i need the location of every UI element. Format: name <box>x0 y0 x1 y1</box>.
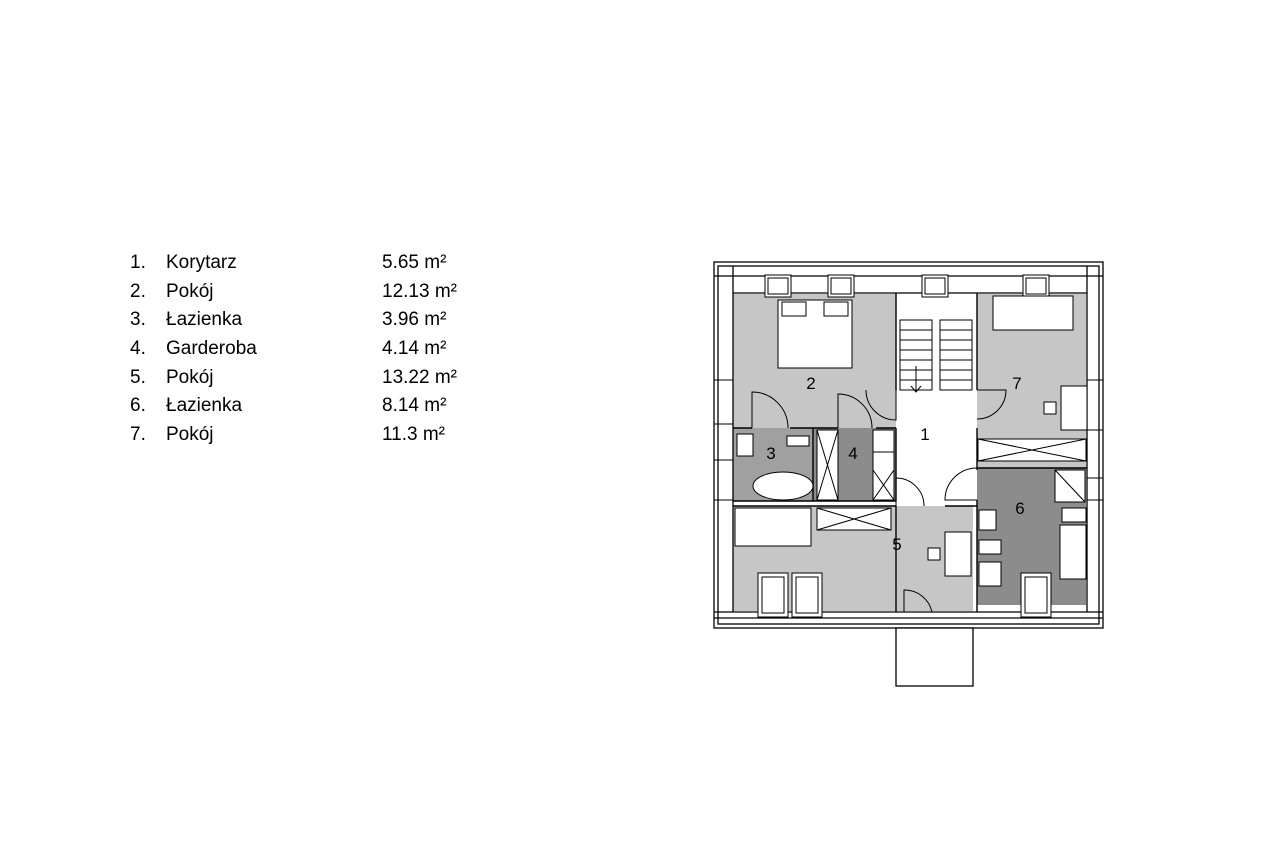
furniture <box>734 295 1088 587</box>
room-name: Łazienka <box>166 395 243 417</box>
room-name: Pokój <box>166 280 214 302</box>
room-area: 13.22 m² <box>382 366 457 388</box>
bed-room7 <box>992 295 1074 331</box>
room-area: 11.3 m² <box>382 424 446 446</box>
windows-top <box>764 274 1050 298</box>
room-label-3: 3 <box>766 444 775 463</box>
room-number: 5. <box>130 366 146 388</box>
room-area: 3.96 m² <box>382 309 447 331</box>
room-area: 4.14 m² <box>382 338 447 360</box>
balcony <box>895 627 974 687</box>
room-number: 6. <box>130 395 146 417</box>
room-label-1: 1 <box>920 425 929 444</box>
room-label-4: 4 <box>848 444 857 463</box>
room-number: 3. <box>130 309 146 331</box>
room-name: Garderoba <box>166 338 257 360</box>
interior-walls <box>733 293 1087 612</box>
room-area: 12.13 m² <box>382 280 457 302</box>
windows-bottom <box>757 572 1052 618</box>
room-name: Korytarz <box>166 252 237 273</box>
room-number: 1. <box>130 252 146 273</box>
room-name: Pokój <box>166 424 214 446</box>
room-label-2: 2 <box>806 374 815 393</box>
room-label-6: 6 <box>1015 499 1024 518</box>
room-number: 7. <box>130 424 146 446</box>
room-area: 5.65 m² <box>382 252 447 273</box>
bathroom-fixtures <box>736 433 1087 580</box>
room-1-fill <box>896 390 977 506</box>
door-swings <box>751 389 1007 613</box>
room-name: Łazienka <box>166 309 243 331</box>
wall-openings <box>714 379 1103 501</box>
room-number: 4. <box>130 338 146 360</box>
room-name: Pokój <box>166 366 214 388</box>
room-label-5: 5 <box>892 535 901 554</box>
staircase <box>899 319 973 393</box>
room-label-7: 7 <box>1012 374 1021 393</box>
room-number: 2. <box>130 280 146 302</box>
room-area: 8.14 m² <box>382 395 447 417</box>
